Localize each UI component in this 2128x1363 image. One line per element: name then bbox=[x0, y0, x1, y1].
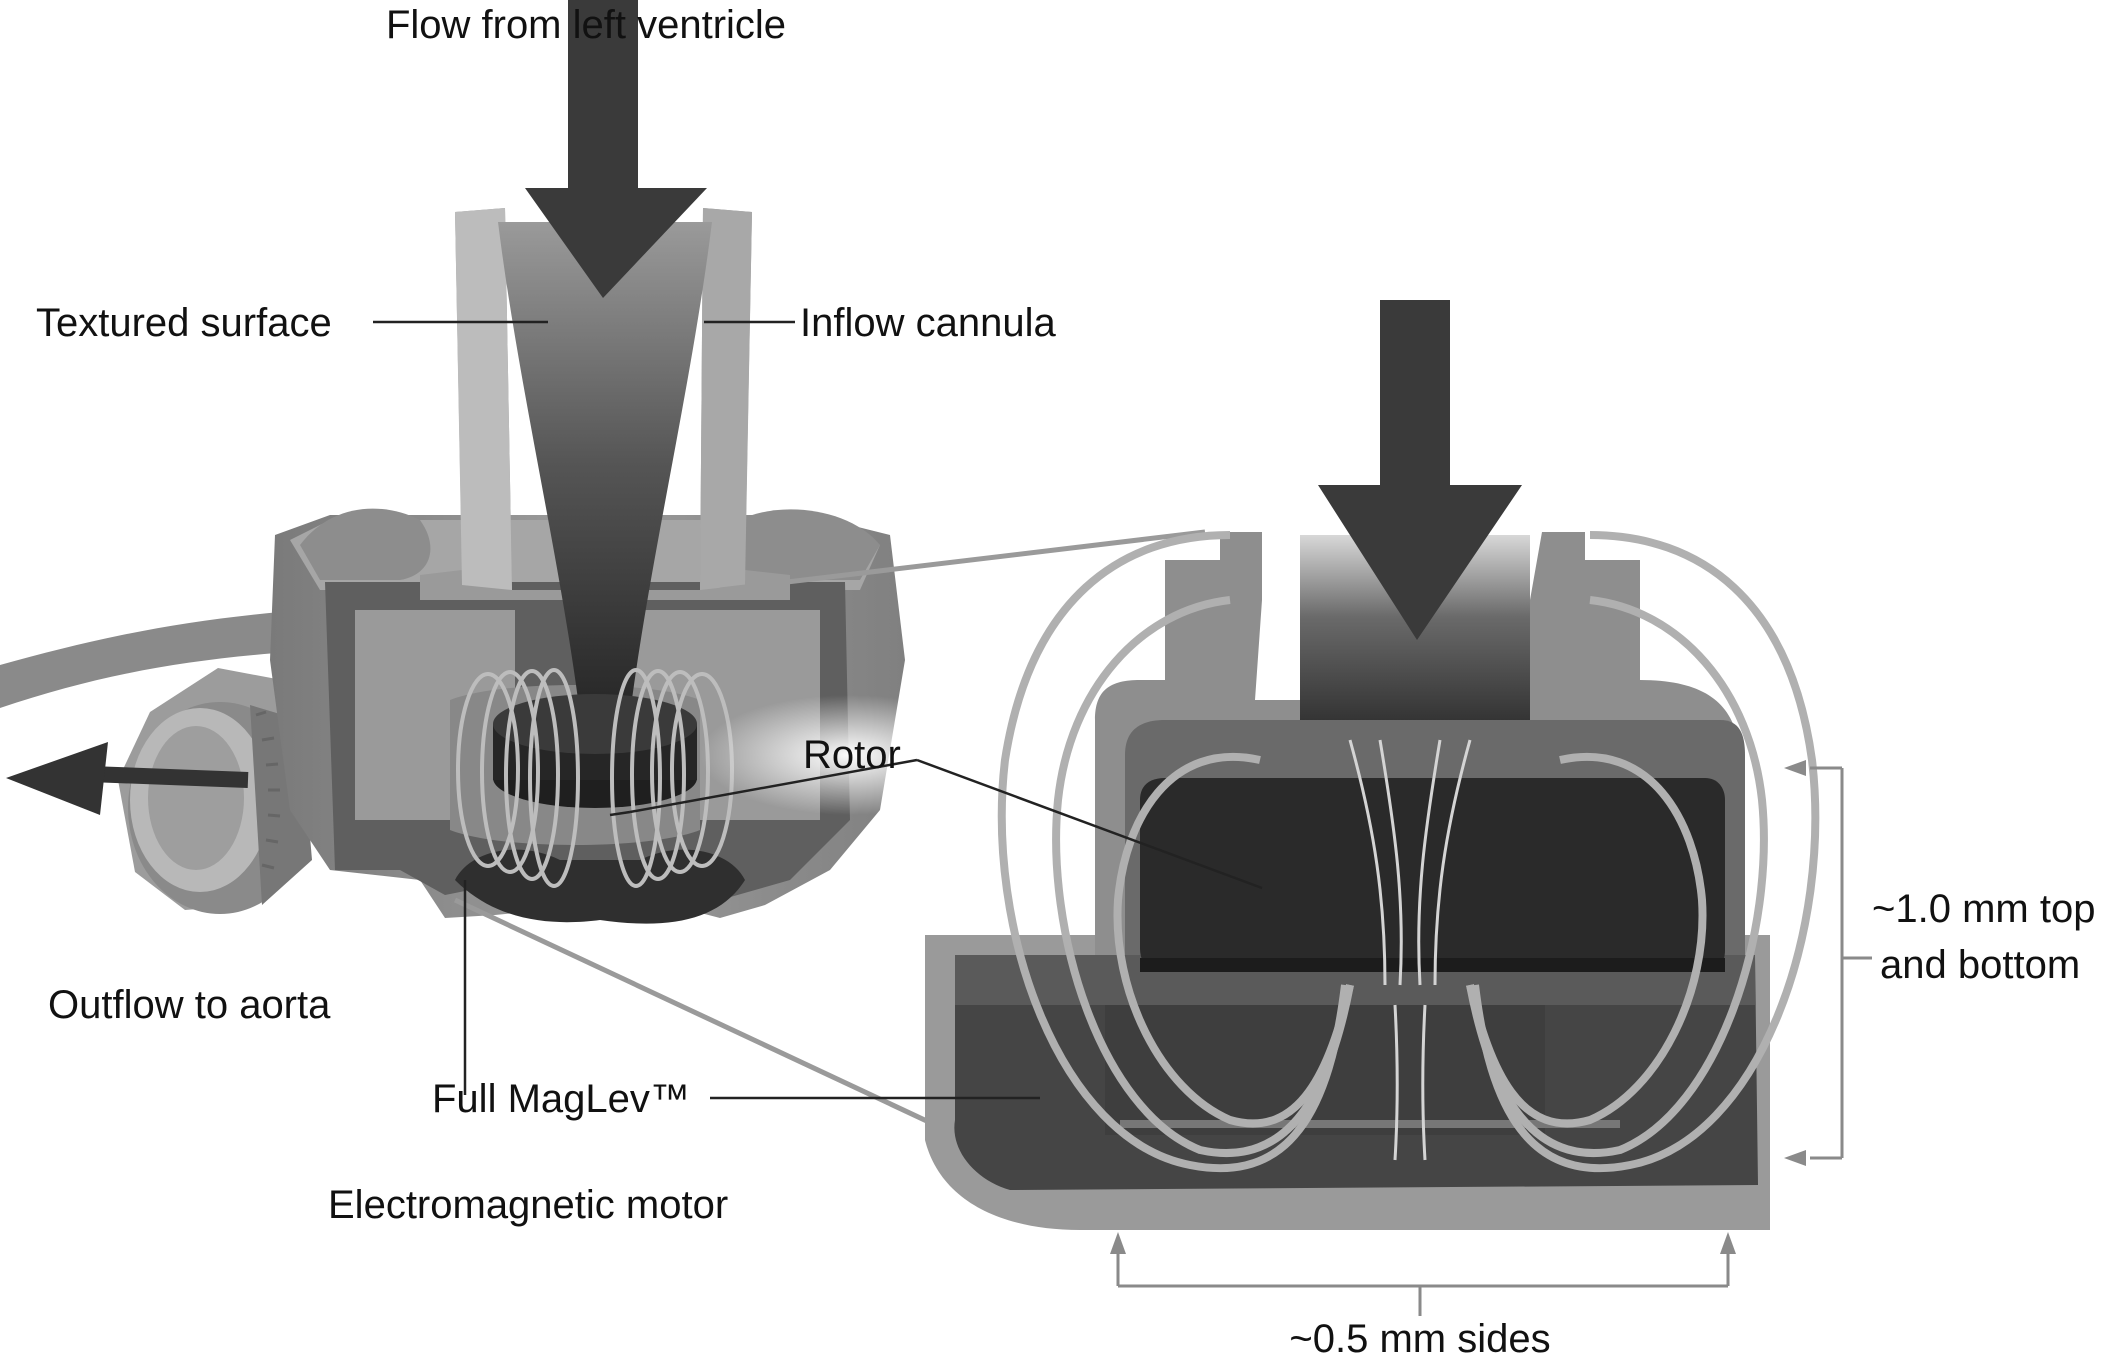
label-rotor: Rotor bbox=[803, 733, 901, 777]
magnified-cross-section bbox=[925, 300, 1820, 1230]
inflow-arrow-left bbox=[525, 0, 707, 298]
label-full-maglev: Full MagLev™ bbox=[432, 1077, 690, 1121]
outflow-arrow bbox=[6, 742, 249, 815]
inflow-arrow-right bbox=[1318, 300, 1522, 640]
label-outflow-to-aorta: Outflow to aorta bbox=[48, 983, 331, 1027]
driveline-cable bbox=[0, 612, 290, 708]
label-textured-surface: Textured surface bbox=[36, 301, 332, 345]
label-gap-top-bottom-line2: and bottom bbox=[1880, 943, 2080, 987]
label-gap-top-bottom-line1: ~1.0 mm top bbox=[1872, 887, 2095, 931]
dimension-sides bbox=[1110, 1232, 1736, 1316]
flow-channel bbox=[498, 222, 712, 760]
outflow-connector bbox=[118, 668, 312, 914]
label-flow-from-left-ventricle: Flow from left ventricle bbox=[386, 3, 786, 47]
dimension-top-bottom bbox=[1784, 760, 1872, 1166]
labels: Flow from left ventricle Textured surfac… bbox=[36, 3, 2095, 1361]
pump-cutaway bbox=[0, 0, 1000, 924]
leader-lines bbox=[373, 320, 1263, 1100]
label-inflow-cannula: Inflow cannula bbox=[800, 301, 1056, 345]
magnify-guides bbox=[453, 529, 1206, 1163]
label-electromagnetic-motor: Electromagnetic motor bbox=[328, 1183, 728, 1227]
magnetic-field-lines bbox=[997, 531, 1820, 1173]
magnetic-coils-small bbox=[456, 668, 734, 888]
rotor-small bbox=[493, 694, 697, 808]
label-gap-sides: ~0.5 mm sides bbox=[1289, 1317, 1550, 1361]
rotor-magnified bbox=[1140, 778, 1725, 970]
